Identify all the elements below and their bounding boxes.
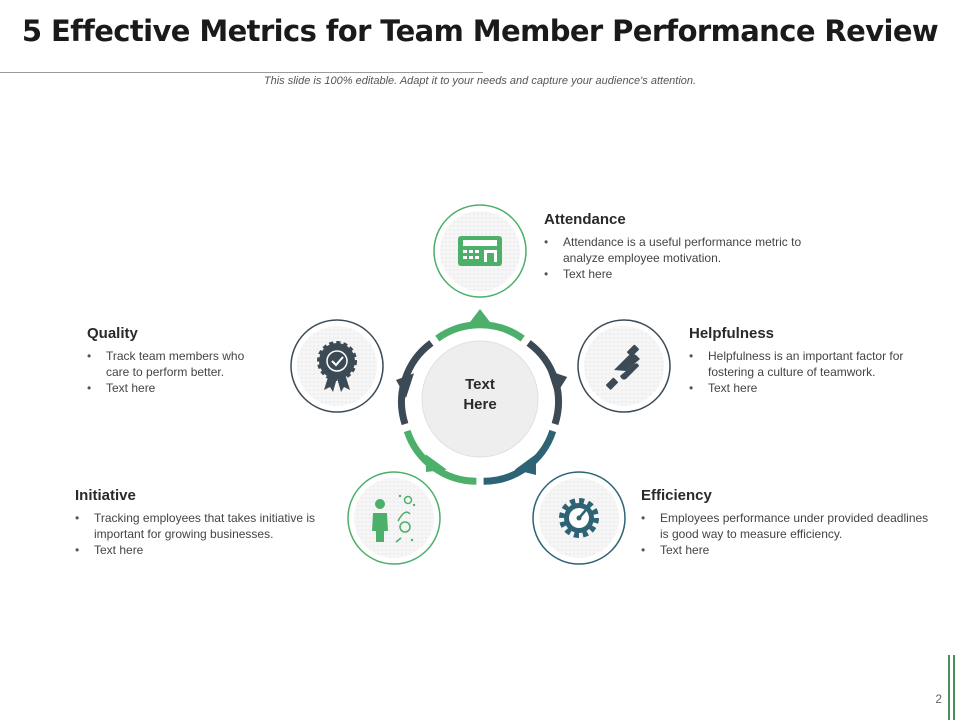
center-label: Text Here	[430, 375, 530, 415]
bullet-item: Tracking employees that takes initiative…	[75, 510, 330, 542]
metric-title: Helpfulness	[689, 325, 775, 342]
page-number: 2	[935, 692, 942, 706]
initiative-node	[347, 471, 441, 565]
metric-title: Quality	[87, 325, 138, 342]
quality-node	[290, 319, 384, 413]
slide-title: 5 Effective Metrics for Team Member Perf…	[21, 14, 939, 48]
ring-arc-top	[435, 321, 525, 342]
time-clock-icon	[458, 236, 502, 266]
handshake-icon	[606, 344, 640, 390]
pointer-top	[467, 309, 493, 326]
ring-pointers	[396, 309, 568, 475]
pointer-left	[396, 373, 414, 398]
bullet-item: Track team members who care to perform b…	[87, 348, 267, 380]
bullet-list: Attendance is a useful performance metri…	[544, 234, 804, 282]
metric-quality: Quality Track team members who care to p…	[87, 325, 267, 396]
bullet-list: Tracking employees that takes initiative…	[75, 510, 330, 558]
bullet-list: Employees performance under provided dea…	[641, 510, 931, 558]
metric-helpfulness: Helpfulness Helpfulness is an important …	[689, 325, 924, 396]
bullet-list: Helpfulness is an important factor for f…	[689, 348, 924, 396]
attendance-node	[433, 204, 527, 298]
efficiency-node	[532, 471, 626, 565]
metric-attendance: Attendance Attendance is a useful perfor…	[544, 211, 804, 282]
bullet-item: Text here	[544, 266, 804, 282]
center-circle	[421, 340, 539, 458]
center-label-line1: Text	[465, 376, 495, 393]
metric-title: Attendance	[544, 211, 626, 228]
bullet-item: Text here	[689, 380, 924, 396]
pointer-bottom-right	[514, 454, 536, 475]
metric-title: Initiative	[75, 487, 136, 504]
pointer-right	[547, 370, 568, 396]
metric-title: Efficiency	[641, 487, 712, 504]
award-badge-icon	[317, 341, 357, 392]
helpfulness-node	[577, 319, 671, 413]
bullet-item: Attendance is a useful performance metri…	[544, 234, 804, 266]
bullet-item: Text here	[87, 380, 267, 396]
title-underline	[0, 72, 483, 73]
slide-subtitle: This slide is 100% editable. Adapt it to…	[263, 75, 697, 87]
bullet-item: Text here	[641, 542, 931, 558]
bullet-item: Employees performance under provided dea…	[641, 510, 931, 542]
pointer-bottom-left	[425, 454, 447, 472]
metric-initiative: Initiative Tracking employees that takes…	[75, 487, 330, 558]
center-label-line2: Here	[463, 396, 497, 413]
bullet-list: Track team members who care to perform b…	[87, 348, 267, 396]
metric-efficiency: Efficiency Employees performance under p…	[641, 487, 931, 558]
bullet-item: Text here	[75, 542, 330, 558]
idea-person-icon	[372, 494, 416, 543]
gear-gauge-icon	[559, 498, 599, 538]
bullet-item: Helpfulness is an important factor for f…	[689, 348, 924, 380]
